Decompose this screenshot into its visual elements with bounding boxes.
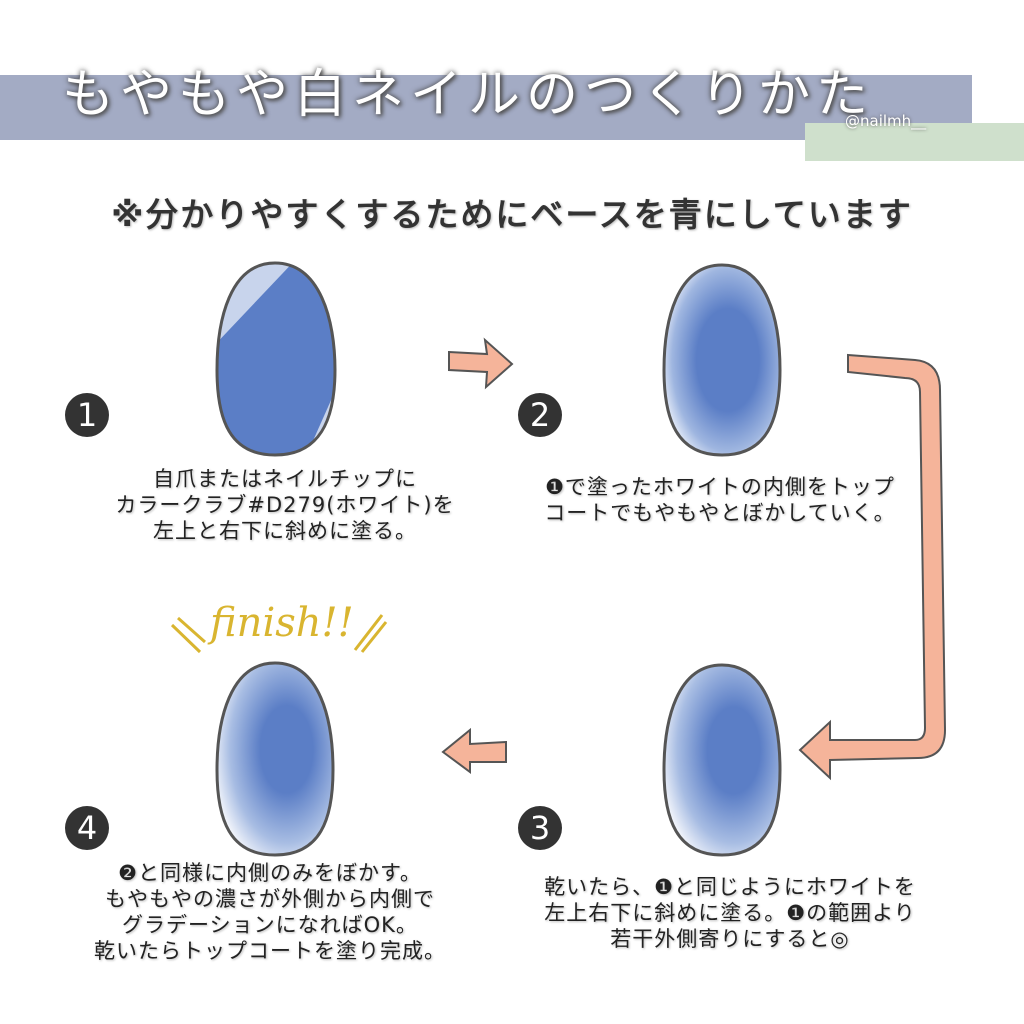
arrow-bent-icon bbox=[798, 353, 947, 781]
step-number-2: 2 bbox=[518, 393, 562, 437]
arrow-left-icon bbox=[441, 727, 507, 774]
text-line: グラデーションになればOK。 bbox=[122, 913, 418, 937]
text-line: ❶で塗ったホワイトの内側をトップ bbox=[545, 475, 895, 499]
subtitle: ※分かりやすくするためにベースを青にしています bbox=[111, 195, 913, 234]
text-line: 若干外側寄りにすると◎ bbox=[610, 927, 850, 951]
accent-band bbox=[805, 123, 1024, 161]
step-1-description: 自爪またはネイルチップに カラークラブ#D279(ホワイト)を 左上と右下に斜め… bbox=[85, 466, 485, 544]
step-number-4: 4 bbox=[65, 806, 109, 850]
step-3-description: 乾いたら、❶と同じようにホワイトを 左上右下に斜めに塗る。❶の範囲より 若干外側… bbox=[525, 874, 935, 952]
author-handle: @nailmh__ bbox=[845, 112, 927, 130]
finish-sparkle-icon bbox=[170, 614, 388, 654]
step-2-description: ❶で塗ったホワイトの内側をトップ コートでもやもやとぼかしていく。 bbox=[520, 474, 920, 526]
text-line: もやもやの濃さが外側から内側で bbox=[105, 887, 435, 911]
text-line: コートでもやもやとぼかしていく。 bbox=[544, 501, 896, 525]
step-number-1: 1 bbox=[65, 393, 109, 437]
text-line: 左上右下に斜めに塗る。❶の範囲より bbox=[544, 901, 916, 925]
step-number-3: 3 bbox=[518, 806, 562, 850]
text-line: 自爪またはネイルチップに bbox=[153, 467, 417, 491]
text-line: ❷と同様に内側のみをぼかす。 bbox=[118, 861, 422, 885]
nail-step-3 bbox=[662, 663, 782, 857]
nail-step-4 bbox=[215, 661, 335, 857]
finish-label: finish!! bbox=[210, 600, 354, 646]
text-line: 乾いたら、❶と同じようにホワイトを bbox=[544, 875, 916, 899]
arrow-right-icon bbox=[448, 337, 514, 390]
step-4-description: ❷と同様に内側のみをぼかす。 もやもやの濃さが外側から内側で グラデーションにな… bbox=[70, 860, 470, 964]
text-line: 乾いたらトップコートを塗り完成。 bbox=[94, 939, 446, 963]
page-title: もやもや白ネイルのつくりかた bbox=[62, 65, 875, 125]
text-line: カラークラブ#D279(ホワイト)を bbox=[115, 493, 455, 517]
nail-step-1 bbox=[215, 261, 337, 457]
nail-step-2 bbox=[662, 263, 782, 457]
text-line: 左上と右下に斜めに塗る。 bbox=[153, 519, 417, 543]
